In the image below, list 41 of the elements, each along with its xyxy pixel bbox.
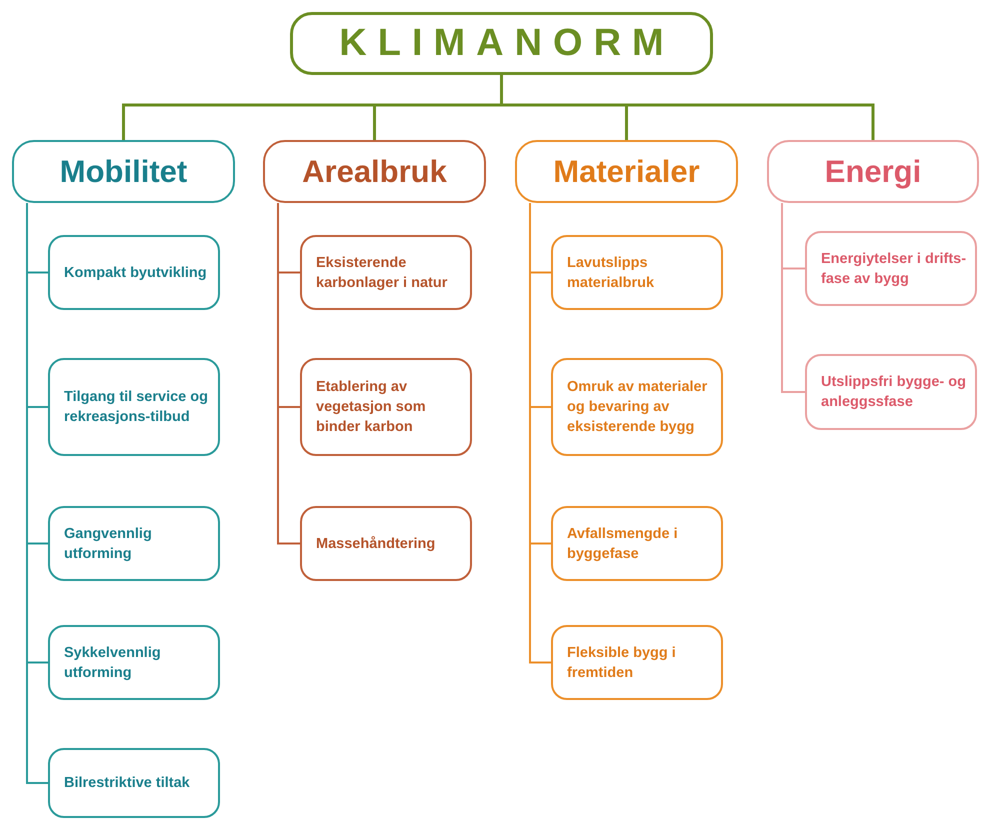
category-box xyxy=(515,140,738,203)
topic-box xyxy=(48,625,220,700)
topic-box xyxy=(300,235,472,310)
topic-box xyxy=(551,358,723,456)
topic-box xyxy=(551,625,723,700)
connector-line xyxy=(277,203,300,544)
topic-box xyxy=(551,235,723,310)
topic-box xyxy=(48,235,220,310)
topic-label: Etablering av vegetasjon som binder karbon xyxy=(316,378,427,437)
category-label: Arealbruk xyxy=(302,154,447,190)
category-label: Mobilitet xyxy=(60,154,188,190)
topic-label: Fleksible bygg i fremtiden xyxy=(567,644,677,682)
category-box xyxy=(767,140,979,203)
topic-label: Omruk av materialer og bevaring av eksisterende bygg xyxy=(567,378,708,437)
connector-line xyxy=(781,203,805,393)
category-label: Energi xyxy=(824,154,922,190)
topic-label: Kompakt byutvikling xyxy=(64,264,207,282)
topic-label: Avfallsmengde i byggefase xyxy=(567,524,679,564)
topic-box xyxy=(48,506,220,581)
category-label: Materialer xyxy=(553,154,700,190)
topic-box xyxy=(551,506,723,581)
topic-label: Bilrestriktive tiltak xyxy=(64,774,190,793)
category-box xyxy=(263,140,486,203)
topic-box xyxy=(805,354,977,430)
topic-label: Gangvennlig utforming xyxy=(64,524,153,564)
topic-label: Utslippsfri bygge- og anleggssfase xyxy=(821,373,967,412)
topic-label: Sykkelvennlig utforming xyxy=(64,644,162,682)
topic-box xyxy=(300,358,472,456)
topic-label: Lavutslipps materialbruk xyxy=(567,254,656,292)
topic-box xyxy=(48,358,220,456)
topic-box xyxy=(300,506,472,581)
category-box xyxy=(12,140,235,203)
topic-label: Eksisterende karbonlager i natur xyxy=(316,254,448,292)
topic-label: Massehåndtering xyxy=(316,534,436,554)
topic-label: Tilgang til service og rekreasjons-tilbud xyxy=(64,388,209,427)
topic-box xyxy=(48,748,220,818)
connector-line xyxy=(500,75,874,140)
title-text: KLIMANORM xyxy=(339,22,675,65)
title-box xyxy=(290,12,713,75)
topic-label: Energiytelser i drifts-fase av bygg xyxy=(821,250,968,288)
topic-box xyxy=(805,231,977,306)
